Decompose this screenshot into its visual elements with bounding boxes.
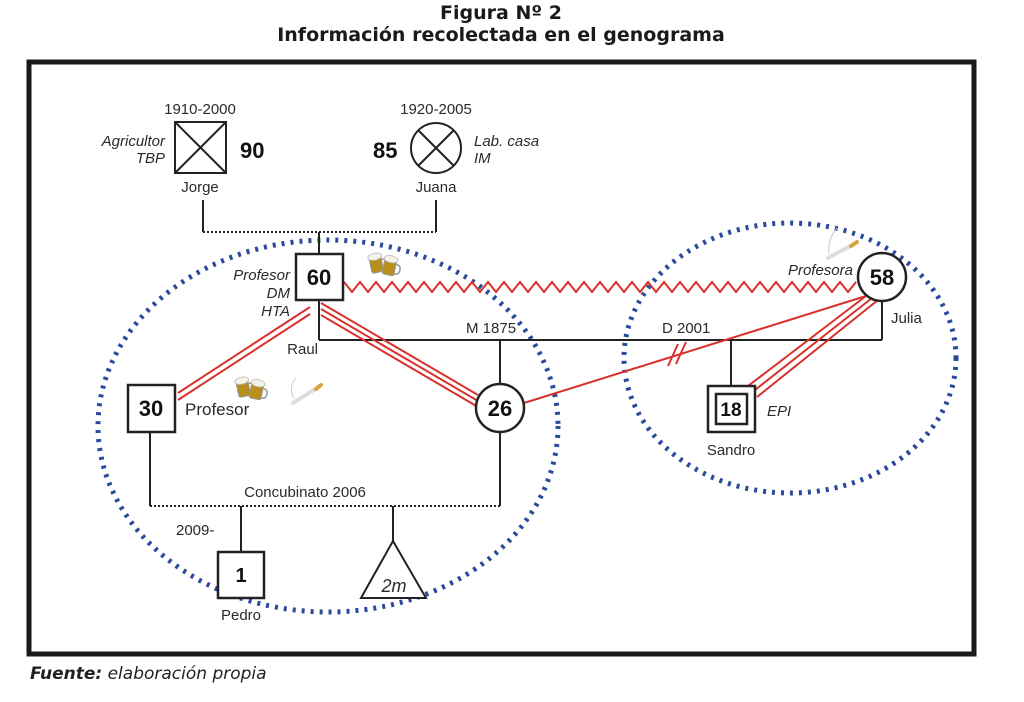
pedro-name: Pedro (221, 607, 261, 624)
son-age: 30 (139, 396, 163, 421)
person-julia: 58 Profesora Julia (788, 251, 923, 327)
female-symbol (856, 251, 908, 303)
julia-age: 58 (870, 265, 894, 290)
jorge-note-1: Agricultor (101, 133, 166, 150)
partner-age: 26 (488, 396, 512, 421)
julia-name: Julia (891, 310, 923, 327)
raul-name: Raul (287, 341, 318, 358)
figure-source: Fuente: elaboración propia (30, 664, 267, 684)
source-text: elaboración propia (102, 664, 267, 684)
person-partner-26: 26 (474, 382, 526, 434)
marriage-line (318, 300, 883, 386)
broken-relation-partner-julia (523, 295, 867, 404)
beer-mugs-icon (233, 374, 271, 402)
person-jorge: 1910-2000 90 Agricultor TBP Jorge (101, 101, 265, 196)
source-label: Fuente: (30, 664, 103, 684)
male-symbol (126, 383, 177, 434)
male-symbol (294, 252, 345, 302)
cohabitation-line (149, 432, 501, 552)
person-sandro: 18 EPI Sandro (706, 384, 791, 459)
pedro-years: 2009- (176, 522, 214, 539)
pregnancy: 2m (359, 538, 428, 599)
person-raul: 60 Profesor DM HTA Raul (233, 252, 345, 358)
sandro-age: 18 (720, 400, 741, 421)
cohabitation-label: Concubinato 2006 (244, 484, 366, 501)
grandparents-union (202, 200, 437, 254)
figure-subtitle: Información recolectada en el genograma (277, 24, 725, 46)
son-note: Profesor (185, 400, 250, 419)
sandro-note: EPI (767, 403, 791, 420)
raul-note-2: DM (267, 285, 291, 302)
close-relation-raul-son (177, 306, 311, 394)
juana-note-2: IM (474, 150, 491, 167)
beer-mugs-icon (366, 250, 404, 278)
pregnancy-label: 2m (380, 576, 406, 596)
jorge-years: 1910-2000 (164, 101, 236, 118)
relationship-lines (177, 280, 879, 408)
juana-note-1: Lab. casa (474, 133, 539, 150)
fused-relation-julia-sandro (747, 295, 867, 387)
pregnancy-triangle (359, 538, 428, 599)
juana-age: 85 (373, 138, 397, 163)
julia-note-1: Profesora (788, 262, 853, 279)
raul-note-1: Profesor (233, 267, 291, 284)
figure-title: Figura Nº 2 Información recolectada en e… (0, 2, 1024, 46)
conflict-zigzag (343, 280, 857, 294)
raul-note-3: HTA (261, 303, 290, 320)
cigarette-icon (826, 227, 859, 260)
household-left-boundary (95, 237, 561, 615)
female-symbol (474, 382, 526, 434)
jorge-name: Jorge (181, 179, 219, 196)
cigarette-icon (290, 377, 323, 405)
sandro-name: Sandro (707, 442, 755, 459)
diagram-frame (26, 59, 977, 657)
pedro-age: 1 (235, 565, 246, 587)
raul-age: 60 (307, 265, 331, 290)
household-right-boundary (621, 220, 959, 496)
jorge-age: 90 (240, 138, 264, 163)
person-juana: 1920-2005 85 Lab. casa IM Juana (373, 101, 539, 196)
person-pedro: 1 Pedro (216, 550, 266, 624)
fused-relation-raul-partner (320, 302, 479, 396)
juana-name: Juana (416, 179, 458, 196)
jorge-note-2: TBP (136, 150, 165, 167)
marriage-label: M 1875 (466, 320, 516, 337)
juana-years: 1920-2005 (400, 101, 472, 118)
person-son-30: 30 Profesor (126, 383, 250, 434)
figure-number: Figura Nº 2 (440, 2, 562, 24)
male-symbol (216, 550, 266, 600)
divorce-label: D 2001 (662, 320, 710, 337)
